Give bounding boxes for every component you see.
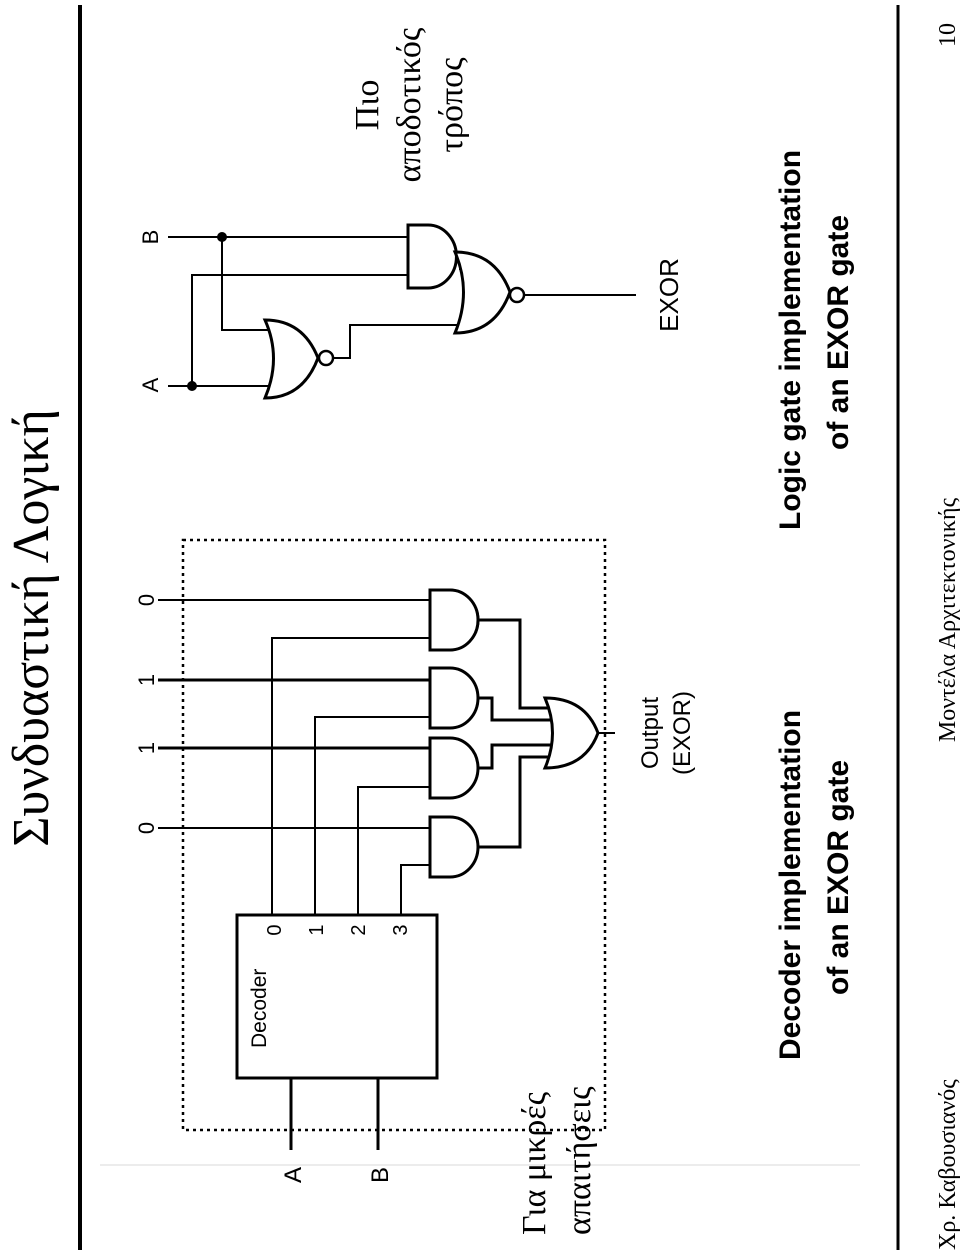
svg-text:αποδοτικός: αποδοτικός [391,27,428,182]
svg-text:B: B [138,230,163,245]
decoder-wire-1 [314,716,430,915]
nor-to-final-wire [333,324,460,359]
gate-caption-line2: of an EXOR gate [822,215,855,450]
svg-text:1: 1 [134,742,159,754]
gate-note-line2: αποδοτικός [391,27,428,182]
gate-output-label: EXOR [654,258,684,332]
gate-diagram: A B EXOR Logic gate implemen [138,27,855,530]
decoder-block [235,913,439,1080]
decoder-input-a-label: A [280,1167,307,1183]
decoder-wire-3 [400,864,430,915]
decoder-note-line1: Για μικρές [516,1091,553,1235]
svg-text:Logic gate implementation: Logic gate implementation [774,150,807,530]
gate-and [406,223,458,290]
nor-gate [262,318,320,400]
and-gate-a [428,588,480,652]
decoder-output-label: Output [637,697,664,769]
decoder-block-label: Decoder [248,969,271,1048]
svg-text:Output: Output [637,697,664,769]
svg-text:τρόπος: τρόπος [433,57,470,153]
svg-text:Decoder implementation: Decoder implementation [774,710,807,1060]
svg-text:0: 0 [134,594,159,606]
and-output-b [478,696,552,722]
svg-text:(EXOR): (EXOR) [669,691,696,775]
truth-value-1: 0 [134,594,159,606]
decoder-caption-line2: of an EXOR gate [822,760,855,995]
svg-text:απαιτήσεις: απαιτήσεις [561,1086,598,1235]
footer-page-number: 10 [935,23,960,47]
svg-text:0: 0 [134,822,159,834]
gate-note-line3: τρόπος [433,57,470,153]
svg-text:A: A [138,377,163,392]
svg-text:Πιο: Πιο [349,80,386,131]
and-output-c [478,743,552,770]
decoder-dotted-boundary [181,538,607,1132]
final-nor-gate-bubble [508,286,526,304]
gate-caption-line1: Logic gate implementation [774,150,807,530]
svg-text:1: 1 [306,924,328,935]
truth-value-2: 1 [134,674,159,686]
truth-value-3: 1 [134,742,159,754]
gate-input-a-label: A [138,377,163,392]
decoder-caption-line1: Decoder implementation [774,710,807,1060]
svg-text:2: 2 [348,924,370,935]
svg-text:3: 3 [390,924,412,935]
gate-input-b-label: B [138,230,163,245]
svg-text:B: B [367,1167,394,1183]
a-to-and-wire [191,274,408,386]
svg-text:A: A [280,1167,307,1183]
svg-text:EXOR: EXOR [654,258,684,332]
svg-text:Χρ. Καβουσιανός: Χρ. Καβουσιανός [935,1079,960,1250]
decoder-wire-2 [357,786,430,915]
final-nor-gate [452,250,512,335]
svg-text:Μοντέλα Αρχιτεκτονικής: Μοντέλα Αρχιτεκτονικής [935,497,960,742]
svg-text:10: 10 [935,23,960,47]
decoder-note-line2: απαιτήσεις [561,1086,598,1235]
nor-gate-bubble [317,349,335,367]
decoder-output-index-2: 2 [348,924,370,935]
svg-text:Συνδυαστική Λογική: Συνδυαστική Λογική [3,409,60,847]
truth-value-4: 0 [134,822,159,834]
and-output-a [478,618,548,710]
decoder-wire-0 [271,637,430,915]
decoder-output-index-3: 3 [390,924,412,935]
and-gate-b [428,666,480,730]
or-gate [542,696,600,770]
footer-course: Μοντέλα Αρχιτεκτονικής [935,497,960,742]
svg-text:of an EXOR gate: of an EXOR gate [822,760,855,995]
decoder-diagram: Decoder A B 0 1 2 3 [134,538,855,1235]
svg-text:0: 0 [264,924,286,935]
svg-text:Decoder: Decoder [248,969,271,1048]
decoder-output-index-1: 1 [306,924,328,935]
slide-title: Συνδυαστική Λογική [3,409,60,847]
decoder-output-label-2: (EXOR) [669,691,696,775]
and-output-d [478,755,548,849]
svg-text:of an EXOR gate: of an EXOR gate [822,215,855,450]
gate-note-line1: Πιο [349,80,386,131]
decoder-input-b-label: B [367,1167,394,1183]
decoder-output-index-0: 0 [264,924,286,935]
and-gate-d [428,815,480,879]
svg-text:Για μικρές: Για μικρές [516,1091,553,1235]
svg-text:1: 1 [134,674,159,686]
b-to-nor-wire [221,237,270,331]
and-gate-c [428,736,480,800]
footer-author: Χρ. Καβουσιανός [935,1079,960,1250]
